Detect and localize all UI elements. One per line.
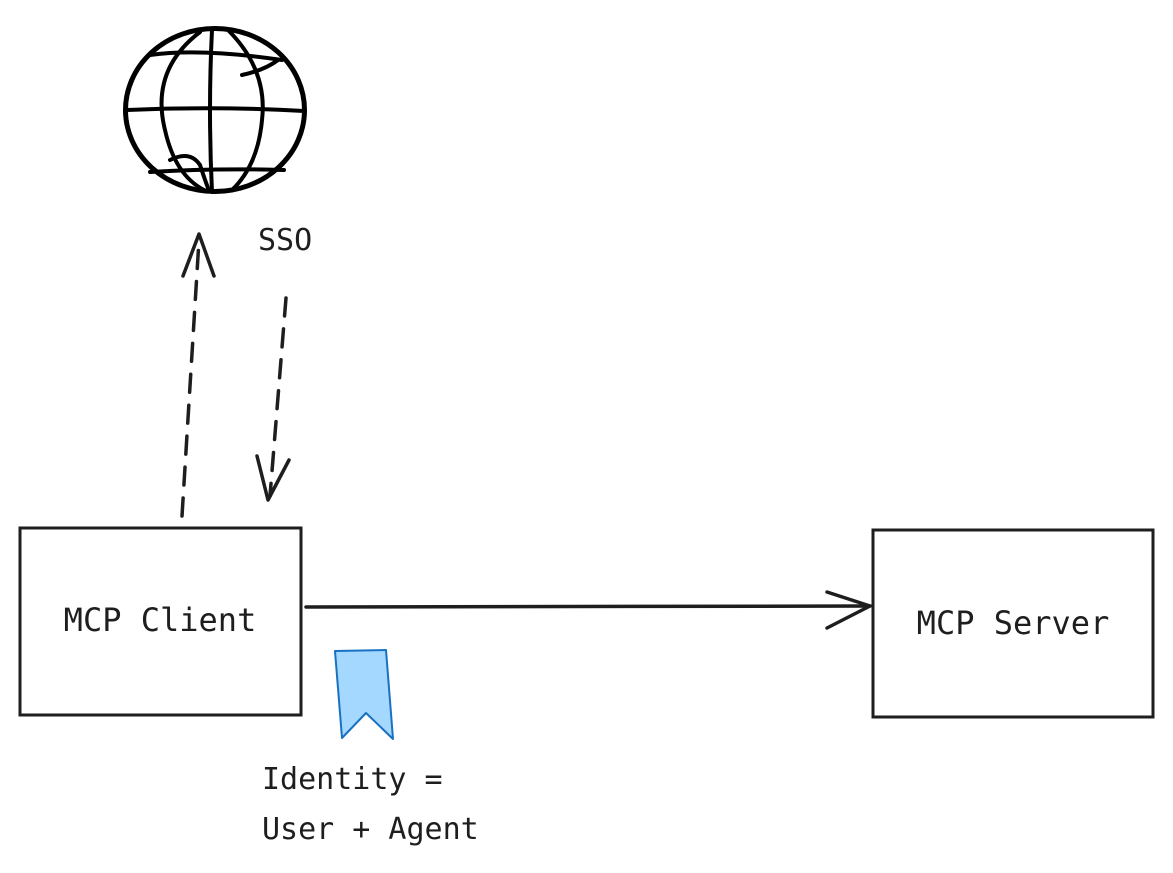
mcp-server-box[interactable]: MCP Server	[871, 528, 1155, 719]
mcp-client-box[interactable]: MCP Client	[18, 526, 303, 717]
arrow-client-to-sso	[180, 232, 216, 518]
identity-label-line-1: Identity =	[262, 762, 443, 797]
arrow-sso-to-client	[255, 296, 291, 502]
mcp-server-label: MCP Server	[917, 604, 1110, 642]
identity-label: Identity = User + Agent	[262, 762, 479, 847]
globe-icon	[123, 26, 307, 194]
mcp-client-label: MCP Client	[64, 601, 257, 639]
bookmark-icon	[334, 649, 394, 740]
arrow-client-to-server	[304, 590, 872, 630]
identity-label-line-2: User + Agent	[262, 812, 479, 847]
sso-label: SSO	[258, 223, 312, 258]
